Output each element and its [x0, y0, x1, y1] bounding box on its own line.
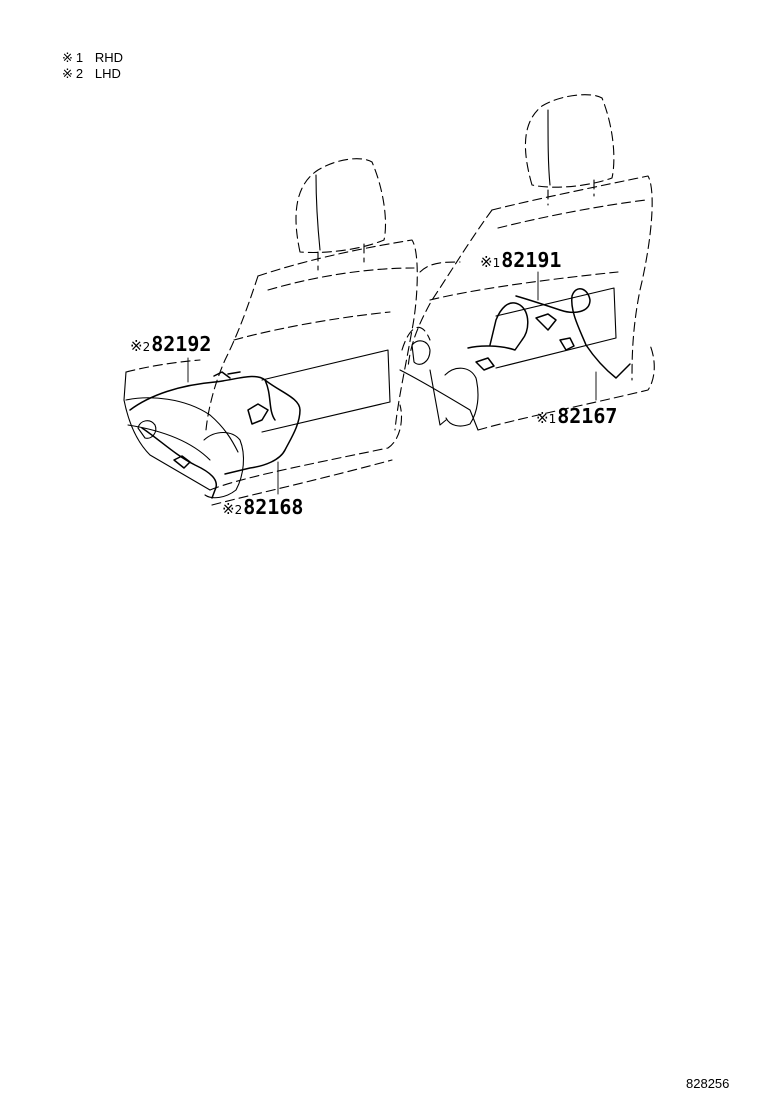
- part-number: 82168: [243, 495, 304, 519]
- leader-lines: [187, 271, 597, 495]
- part-number: 82191: [501, 248, 562, 272]
- callout-code: 2: [142, 340, 151, 354]
- reference-mark-icon: ※: [130, 337, 143, 355]
- reference-mark-icon: ※: [62, 50, 73, 65]
- reference-mark-icon: ※: [222, 500, 235, 518]
- legend-row-rhd: ※1 RHD: [62, 50, 123, 66]
- callout-code: 2: [234, 503, 243, 517]
- legend-row-lhd: ※2 LHD: [62, 66, 123, 82]
- part-callout-82168[interactable]: ※282168: [222, 495, 303, 519]
- legend-text: RHD: [94, 50, 124, 65]
- part-number: 82192: [151, 332, 212, 356]
- part-number: 82167: [557, 404, 618, 428]
- reference-mark-icon: ※: [62, 66, 73, 81]
- legend: ※1 RHD ※2 LHD: [62, 50, 123, 82]
- legend-code: 1: [75, 50, 84, 65]
- part-callout-82192[interactable]: ※282192: [130, 332, 211, 356]
- part-callout-82191[interactable]: ※182191: [480, 248, 561, 272]
- right-seat-outline: [399, 94, 655, 431]
- reference-mark-icon: ※: [536, 409, 549, 427]
- part-callout-82167[interactable]: ※182167: [536, 404, 617, 428]
- callout-code: 1: [548, 412, 557, 426]
- legend-code: 2: [75, 66, 84, 81]
- legend-text: LHD: [94, 66, 121, 81]
- reference-mark-icon: ※: [480, 253, 493, 271]
- callout-code: 1: [492, 256, 501, 270]
- illustration-id: 828256: [686, 1076, 730, 1091]
- left-seat-outline: [123, 158, 418, 506]
